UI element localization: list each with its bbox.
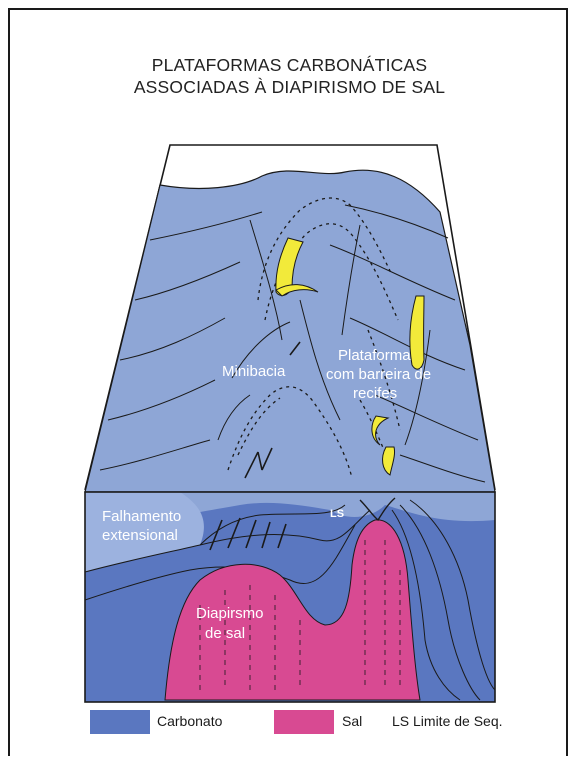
top-surface xyxy=(85,170,495,492)
label-plataforma-3: recifes xyxy=(353,385,397,402)
legend: Carbonato Sal LS Limite de Seq. xyxy=(0,700,579,740)
label-diapirismo-2: de sal xyxy=(205,625,245,642)
label-diapirismo-1: Diapirsmo xyxy=(196,605,264,622)
legend-label-ls: LS Limite de Seq. xyxy=(392,713,503,729)
legend-label-sal: Sal xyxy=(342,713,362,729)
legend-swatch-carbonato xyxy=(90,710,150,734)
label-minibacia: Minibacia xyxy=(222,363,286,380)
legend-swatch-sal xyxy=(274,710,334,734)
label-falhamento-2: extensional xyxy=(102,527,178,544)
label-ls: LS xyxy=(330,508,344,520)
label-plataforma-1: Plataforma xyxy=(338,347,411,364)
label-falhamento-1: Falhamento xyxy=(102,508,181,525)
legend-label-carbonato: Carbonato xyxy=(157,713,222,729)
label-plataforma-2: com barreira de xyxy=(326,366,431,383)
